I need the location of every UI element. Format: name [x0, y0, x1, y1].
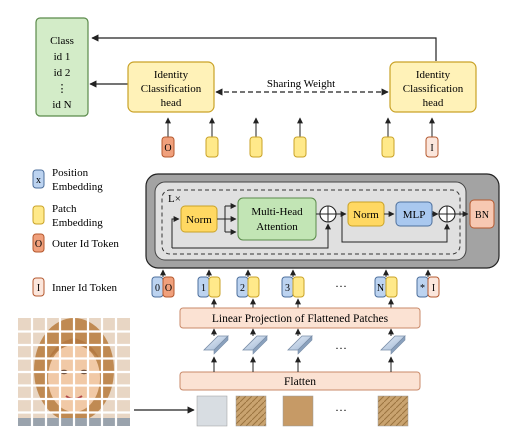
legend-outer-swatch [32, 233, 45, 253]
identity-head-left-line: head [161, 97, 182, 109]
flatten-band: Flatten [179, 356, 421, 391]
attention-block [237, 197, 317, 241]
norm-block-1-label: Norm [186, 214, 212, 226]
identity-head-left-line: Classification [141, 83, 202, 95]
output-patch-token [249, 136, 263, 158]
legend-position-swatch [32, 169, 45, 189]
bn-block [469, 199, 495, 229]
patch-thumbnail [235, 395, 267, 427]
legend-inner-swatch [32, 277, 45, 297]
legend-position-label: Position [52, 167, 89, 179]
flattened-patch-bar [242, 328, 268, 355]
legend-outer-label: Outer Id Token [52, 238, 119, 250]
legend-patch-label: Patch [52, 203, 77, 215]
input-patch-token [292, 276, 305, 298]
mlp-block-label: MLP [403, 209, 426, 221]
input-patch-token [208, 276, 221, 298]
output-patch-token [293, 136, 307, 158]
class-box-line: id 1 [54, 51, 71, 63]
class-box-line: id N [52, 99, 71, 111]
patch-thumbnail-ellipsis: ··· [335, 403, 347, 417]
output-patch-token [205, 136, 219, 158]
output-tokens: O I [161, 117, 439, 158]
legend-position-label: Embedding [52, 181, 103, 193]
encoder-repeat-boundary [161, 189, 461, 255]
identity-head-left-line: Identity [154, 69, 189, 81]
patch-thumbnail [282, 395, 314, 427]
flattened-patch-bar [203, 328, 229, 355]
legend-position-symbol: x [36, 175, 41, 186]
attention-block-label: Attention [256, 221, 298, 233]
patch-thumbnail [196, 395, 228, 427]
input-patch-token [247, 276, 260, 298]
input-token-label: O [165, 283, 172, 294]
legend: x Position Embedding Patch Embedding O O… [32, 167, 119, 297]
transformer-encoder: L× Norm Multi-Head Attention Norm MLP BN [145, 173, 500, 269]
class-box: Class id 1 id 2 ⋮ id N [35, 17, 89, 117]
flattened-patch-ellipsis: ··· [335, 341, 347, 355]
input-token-label: 2 [240, 283, 245, 294]
flattened-patch-bar [380, 328, 406, 355]
legend-outer-symbol: O [35, 239, 42, 250]
input-inner-token [427, 276, 440, 298]
legend-patch-label: Embedding [52, 217, 103, 229]
output-patch-token [381, 136, 395, 158]
legend-patch-swatch [32, 205, 45, 225]
identity-head-right-line: head [423, 97, 444, 109]
input-token-label: 0 [155, 283, 160, 294]
input-token-label: N [377, 283, 384, 294]
sharing-weight-label: Sharing Weight [267, 78, 335, 90]
bn-block-label: BN [475, 210, 489, 221]
flattened-patches: ··· [203, 328, 406, 355]
input-token-label: 3 [285, 283, 290, 294]
class-box-line: id 2 [54, 67, 71, 79]
legend-inner-symbol: I [37, 283, 40, 294]
class-box-line: ⋮ [57, 83, 68, 95]
linear-projection-label: Linear Projection of Flattened Patches [212, 313, 389, 325]
identity-head-right-line: Classification [403, 83, 464, 95]
output-inner-token [425, 136, 439, 158]
linear-projection-band: Linear Projection of Flattened Patches [179, 307, 421, 329]
input-outer-token [162, 276, 175, 298]
encoder-repeat-label: L× [168, 193, 181, 205]
arrow-right-head-to-class [91, 34, 437, 61]
class-box-line: Class [50, 35, 74, 47]
legend-inner-label: Inner Id Token [52, 282, 118, 294]
attention-block-label: Multi-Head [251, 206, 303, 218]
input-token-label: I [432, 283, 435, 294]
input-token-ellipsis: ··· [335, 279, 347, 293]
identity-head-left: Identity Classification head [127, 61, 215, 113]
input-token-label: 1 [201, 283, 206, 294]
output-inner-token-label: I [430, 143, 433, 154]
face-image-grid [18, 318, 130, 426]
output-outer-token [161, 136, 175, 158]
flattened-patch-bar [287, 328, 313, 355]
norm-block-2-label: Norm [353, 209, 379, 221]
input-patch-token [385, 276, 398, 298]
patch-thumbnails: ··· [196, 395, 409, 427]
input-tokens: 0 O 1 2 3 ··· N * I [151, 269, 440, 308]
identity-head-right-line: Identity [416, 69, 451, 81]
patch-thumbnail [377, 395, 409, 427]
flatten-label: Flatten [284, 376, 316, 388]
output-outer-token-label: O [164, 143, 171, 154]
identity-head-right: Identity Classification head [389, 61, 477, 113]
input-token-label: * [420, 283, 425, 294]
